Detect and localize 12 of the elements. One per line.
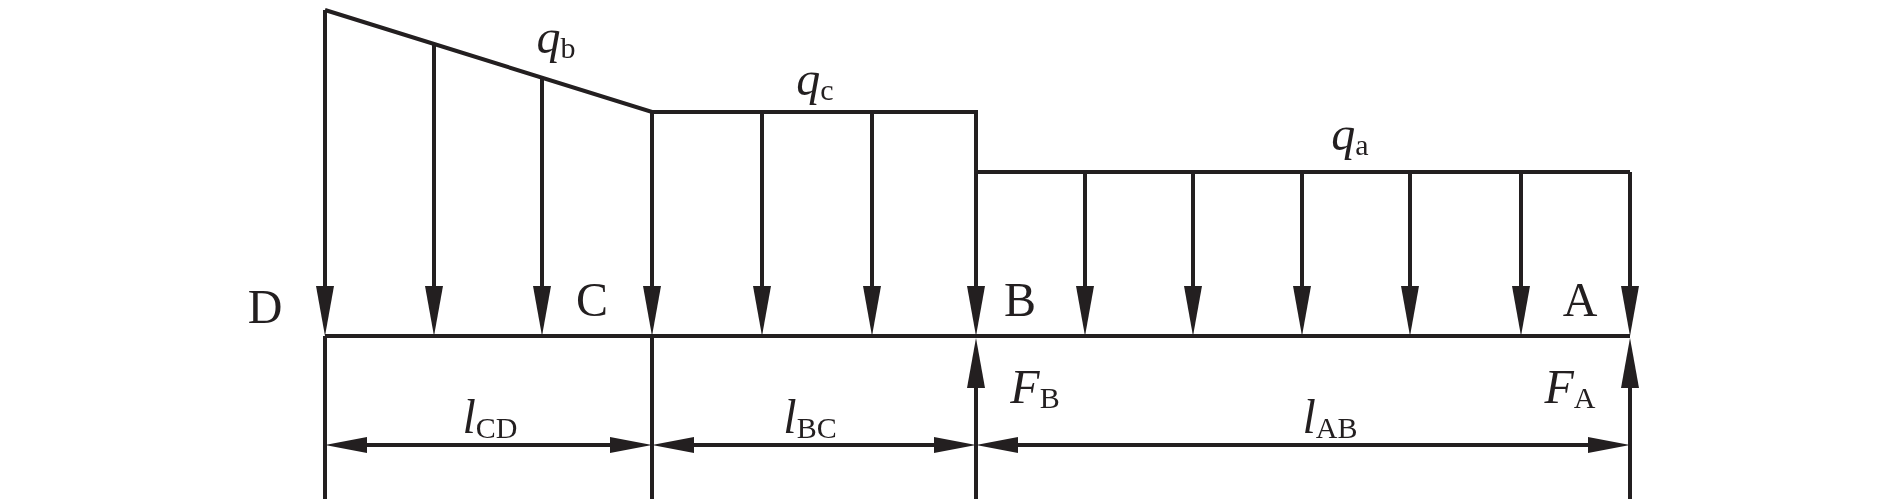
label: A — [1562, 276, 1598, 324]
label: q$_{c}$ — [796, 55, 834, 105]
label: C — [576, 276, 608, 324]
label: D — [247, 283, 283, 331]
label: F$_{A}$ — [1544, 363, 1596, 413]
label: F$_{B}$ — [1010, 363, 1060, 413]
label: B — [1004, 276, 1036, 324]
label: q$_{b}$ — [536, 13, 576, 63]
label: q$_{a}$ — [1331, 110, 1369, 160]
label: l$_{BC}$ — [783, 393, 837, 443]
label: l$_{CD}$ — [462, 393, 518, 443]
label: l$_{AB}$ — [1302, 393, 1358, 443]
